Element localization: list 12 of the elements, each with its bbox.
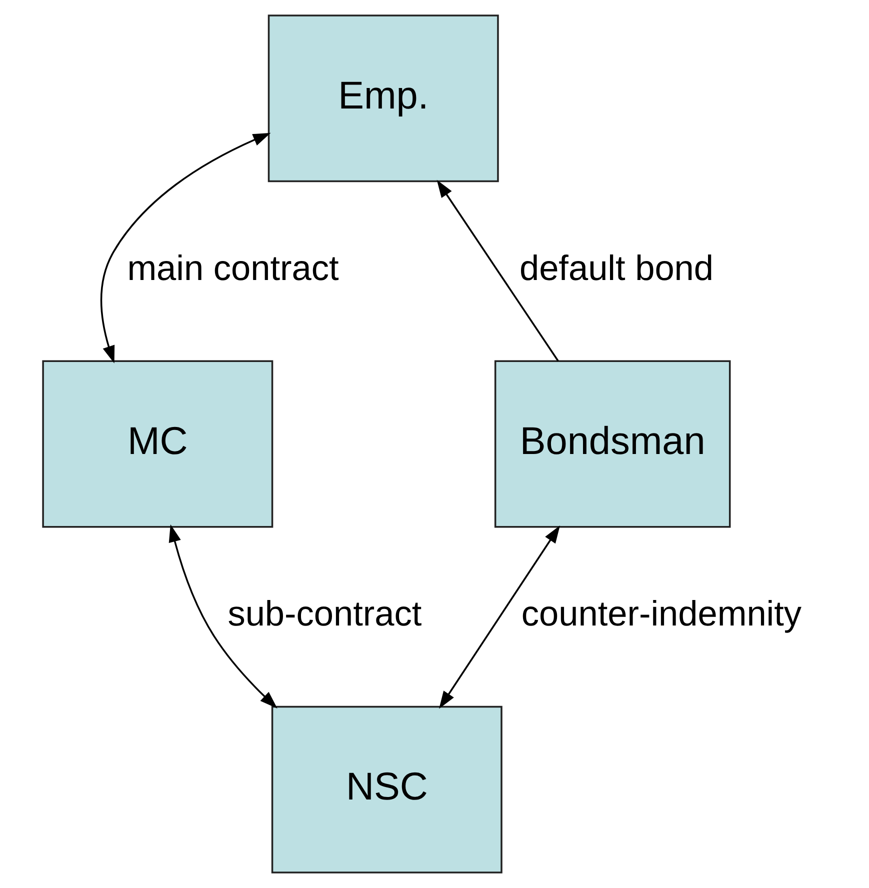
arrow xyxy=(439,525,560,709)
edge-label: default bond xyxy=(519,249,714,288)
edge-label: main contract xyxy=(127,249,339,288)
node-box: Bondsman xyxy=(494,360,731,528)
node-box: MC xyxy=(42,360,274,528)
node-box: NSC xyxy=(271,706,502,874)
arrow xyxy=(168,524,278,708)
arrow xyxy=(436,180,559,362)
arrow xyxy=(100,132,271,364)
node-box: Emp. xyxy=(268,14,499,182)
edge-label: counter-indemnity xyxy=(521,594,802,634)
edge-label: sub-contract xyxy=(228,594,422,634)
